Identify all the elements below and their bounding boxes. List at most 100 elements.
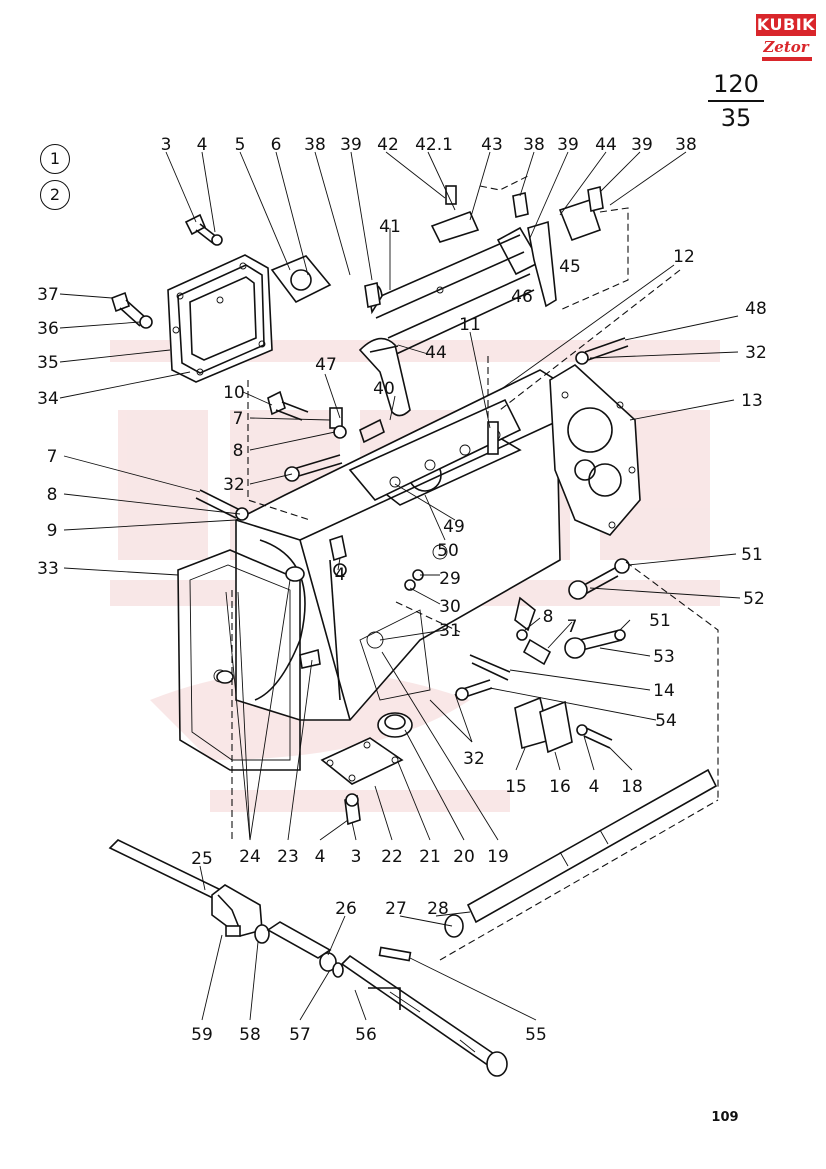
callout-label: 39 (340, 135, 362, 155)
assembly-lines (231, 174, 719, 961)
callout-label: 4 (335, 565, 346, 585)
callout-label: 44 (595, 135, 617, 155)
callout-label: 37 (37, 285, 59, 305)
callout-label: 3 (351, 847, 362, 867)
callout-label: 24 (239, 847, 261, 867)
callout-label: 7 (567, 617, 578, 637)
shift-fork-44 (358, 337, 411, 417)
callout-label: 32 (223, 475, 245, 495)
figure-number-top: 120 (713, 70, 759, 98)
callout-label: 52 (743, 589, 765, 609)
callout-label: 33 (37, 559, 59, 579)
shift-fork-46 (527, 198, 602, 308)
callout-label: 16 (549, 777, 571, 797)
callout-label: 55 (525, 1025, 547, 1045)
callout-label: 6 (271, 135, 282, 155)
callout-label: 27 (385, 899, 407, 919)
bolts-right (469, 337, 630, 681)
callout-label: 54 (655, 711, 677, 731)
callout-label: 39 (631, 135, 653, 155)
callout-label: 40 (373, 379, 395, 399)
callout-label: 43 (481, 135, 503, 155)
callout-label: 5 (235, 135, 246, 155)
callout-label: 28 (427, 899, 449, 919)
callout-label: 38 (523, 135, 545, 155)
figure-number-bottom: 35 (720, 104, 752, 132)
callout-label: 48 (745, 299, 767, 319)
callout-label: 41 (379, 217, 401, 237)
shaft-25 (108, 839, 270, 944)
brand-logo: KUBIK Zetor (756, 14, 816, 70)
callout-label: 58 (239, 1025, 261, 1045)
callout-label: 19 (487, 847, 509, 867)
bolt-3-top (184, 213, 223, 246)
callout-label: 12 (673, 247, 695, 267)
callout-label: 59 (191, 1025, 213, 1045)
plugs-39 (364, 186, 604, 308)
callout-label: 32 (745, 343, 767, 363)
callout-label: 42.1 (415, 135, 453, 155)
shaft-28 (444, 768, 718, 938)
top-cover (348, 398, 522, 501)
callout-label: 10 (223, 383, 245, 403)
callout-label: 53 (653, 647, 675, 667)
callout-label: 50 (437, 541, 459, 561)
key-55 (378, 946, 412, 962)
variant-marker-2: 2 (40, 180, 70, 210)
callout-label: 35 (37, 353, 59, 373)
callout-label: 49 (443, 517, 465, 537)
callout-label: 56 (355, 1025, 377, 1045)
callout-label: 38 (304, 135, 326, 155)
figure-number-divider (708, 100, 764, 102)
callout-label: 25 (191, 849, 213, 869)
callout-label: 21 (419, 847, 441, 867)
callout-label: 39 (557, 135, 579, 155)
callout-label: 47 (315, 355, 337, 375)
callout-label: 26 (335, 899, 357, 919)
callout-label: 42 (377, 135, 399, 155)
bolt-37 (111, 291, 153, 329)
cover-15-16 (455, 679, 613, 754)
gasket-5 (270, 255, 332, 304)
callout-label: 3 (161, 135, 172, 155)
callout-label: 51 (649, 611, 671, 631)
callout-label: 11 (459, 315, 481, 335)
variant-marker-1: 1 (40, 144, 70, 174)
callout-label: 9 (47, 521, 58, 541)
lock-plate-42-1 (430, 185, 480, 243)
side-plate-13 (549, 364, 641, 536)
logo-sub-text: Zetor (763, 38, 809, 56)
callout-label: 13 (741, 391, 763, 411)
logo-dealer-bar (762, 57, 812, 61)
callout-label: 8 (47, 485, 58, 505)
callout-label: 4 (197, 135, 208, 155)
callout-label: 4 (589, 777, 600, 797)
leader-lines (59, 151, 741, 1021)
callout-label: 32 (463, 749, 485, 769)
callout-label: 36 (37, 319, 59, 339)
callout-label: 20 (453, 847, 475, 867)
callout-label: 4 (315, 847, 326, 867)
callout-label: 18 (621, 777, 643, 797)
callout-label: 31 (439, 621, 461, 641)
callout-label: 57 (289, 1025, 311, 1045)
logo-brand-text: KUBIK (756, 14, 816, 36)
callout-label: 38 (675, 135, 697, 155)
callout-label: 44 (425, 343, 447, 363)
callout-labels: 3 4 5 6 38 39 42 42.1 43 38 39 44 39 38 … (37, 135, 767, 1045)
callout-label: 30 (439, 597, 461, 617)
callout-label: 51 (741, 545, 763, 565)
callout-label: 15 (505, 777, 527, 797)
callout-label: 8 (543, 607, 554, 627)
callout-label: 45 (559, 257, 581, 277)
callout-label: 46 (511, 287, 533, 307)
variant-marker-label: 1 (49, 149, 61, 168)
callout-label: 34 (37, 389, 59, 409)
callout-label: 29 (439, 569, 461, 589)
callout-label: 14 (653, 681, 675, 701)
cover-plate (167, 254, 273, 383)
callout-label: 23 (277, 847, 299, 867)
callout-label: 8 (233, 441, 244, 461)
plugs-23-24 (216, 566, 321, 684)
